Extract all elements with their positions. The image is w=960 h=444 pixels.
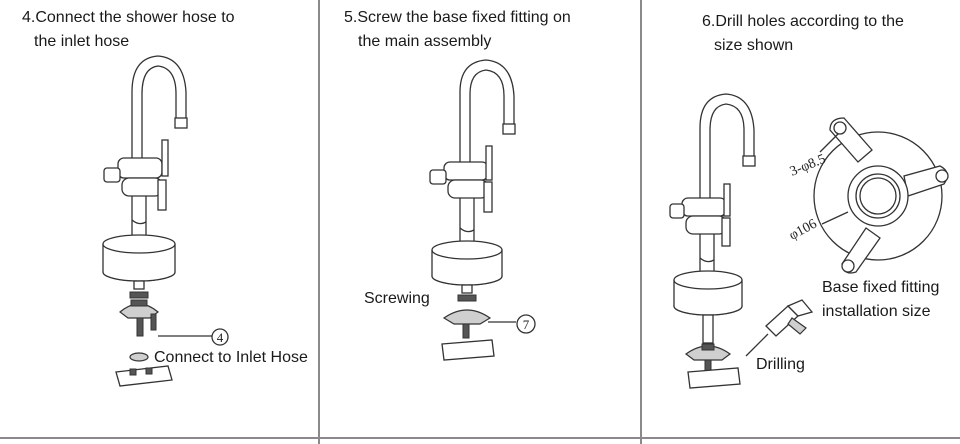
step-5-title-line-1: 5.Screw the base fixed fitting on	[344, 9, 571, 26]
drilling-and-fitting-size-drawing: 3-φ8.5 φ106	[669, 93, 949, 389]
callout-number-4: 4	[217, 330, 224, 345]
step-5-title-line-2: the main assembly	[358, 33, 492, 50]
screwing-label: Screwing	[364, 290, 430, 307]
step-4-title: 4.Connect the shower hose to the inlet h…	[22, 6, 235, 54]
step-6-title: 6.Drill holes according to the size show…	[702, 10, 904, 58]
faucet-screwing-drawing: 7	[429, 59, 536, 361]
step-6-title-line-2: size shown	[714, 37, 794, 54]
step-5-panel: 5.Screw the base fixed fitting on the ma…	[320, 0, 640, 444]
step-5-title: 5.Screw the base fixed fitting on the ma…	[344, 6, 571, 54]
step-4-panel: 4.Connect the shower hose to the inlet h…	[0, 0, 318, 444]
step-6-title-line-1: 6.Drill holes according to the	[702, 13, 904, 30]
drilling-label: Drilling	[756, 356, 805, 373]
callout-number-7: 7	[523, 317, 530, 332]
fitting-size-caption-line-2: installation size	[822, 303, 931, 320]
step-4-title-line-1: 4.Connect the shower hose to	[22, 9, 235, 26]
panel-divider-1	[318, 0, 320, 444]
bottom-border	[0, 437, 960, 439]
connect-inlet-hose-label: Connect to Inlet Hose	[154, 349, 308, 366]
diameter-dimension-label: φ106	[787, 217, 820, 244]
panel-divider-2	[640, 0, 642, 444]
faucet-with-hose-drawing: 4	[102, 55, 229, 387]
fitting-size-caption: Base fixed fitting installation size	[822, 276, 939, 324]
step-6-panel: 6.Drill holes according to the size show…	[642, 0, 960, 444]
fitting-size-caption-line-1: Base fixed fitting	[822, 279, 940, 296]
step-4-title-line-2: the inlet hose	[34, 33, 130, 50]
